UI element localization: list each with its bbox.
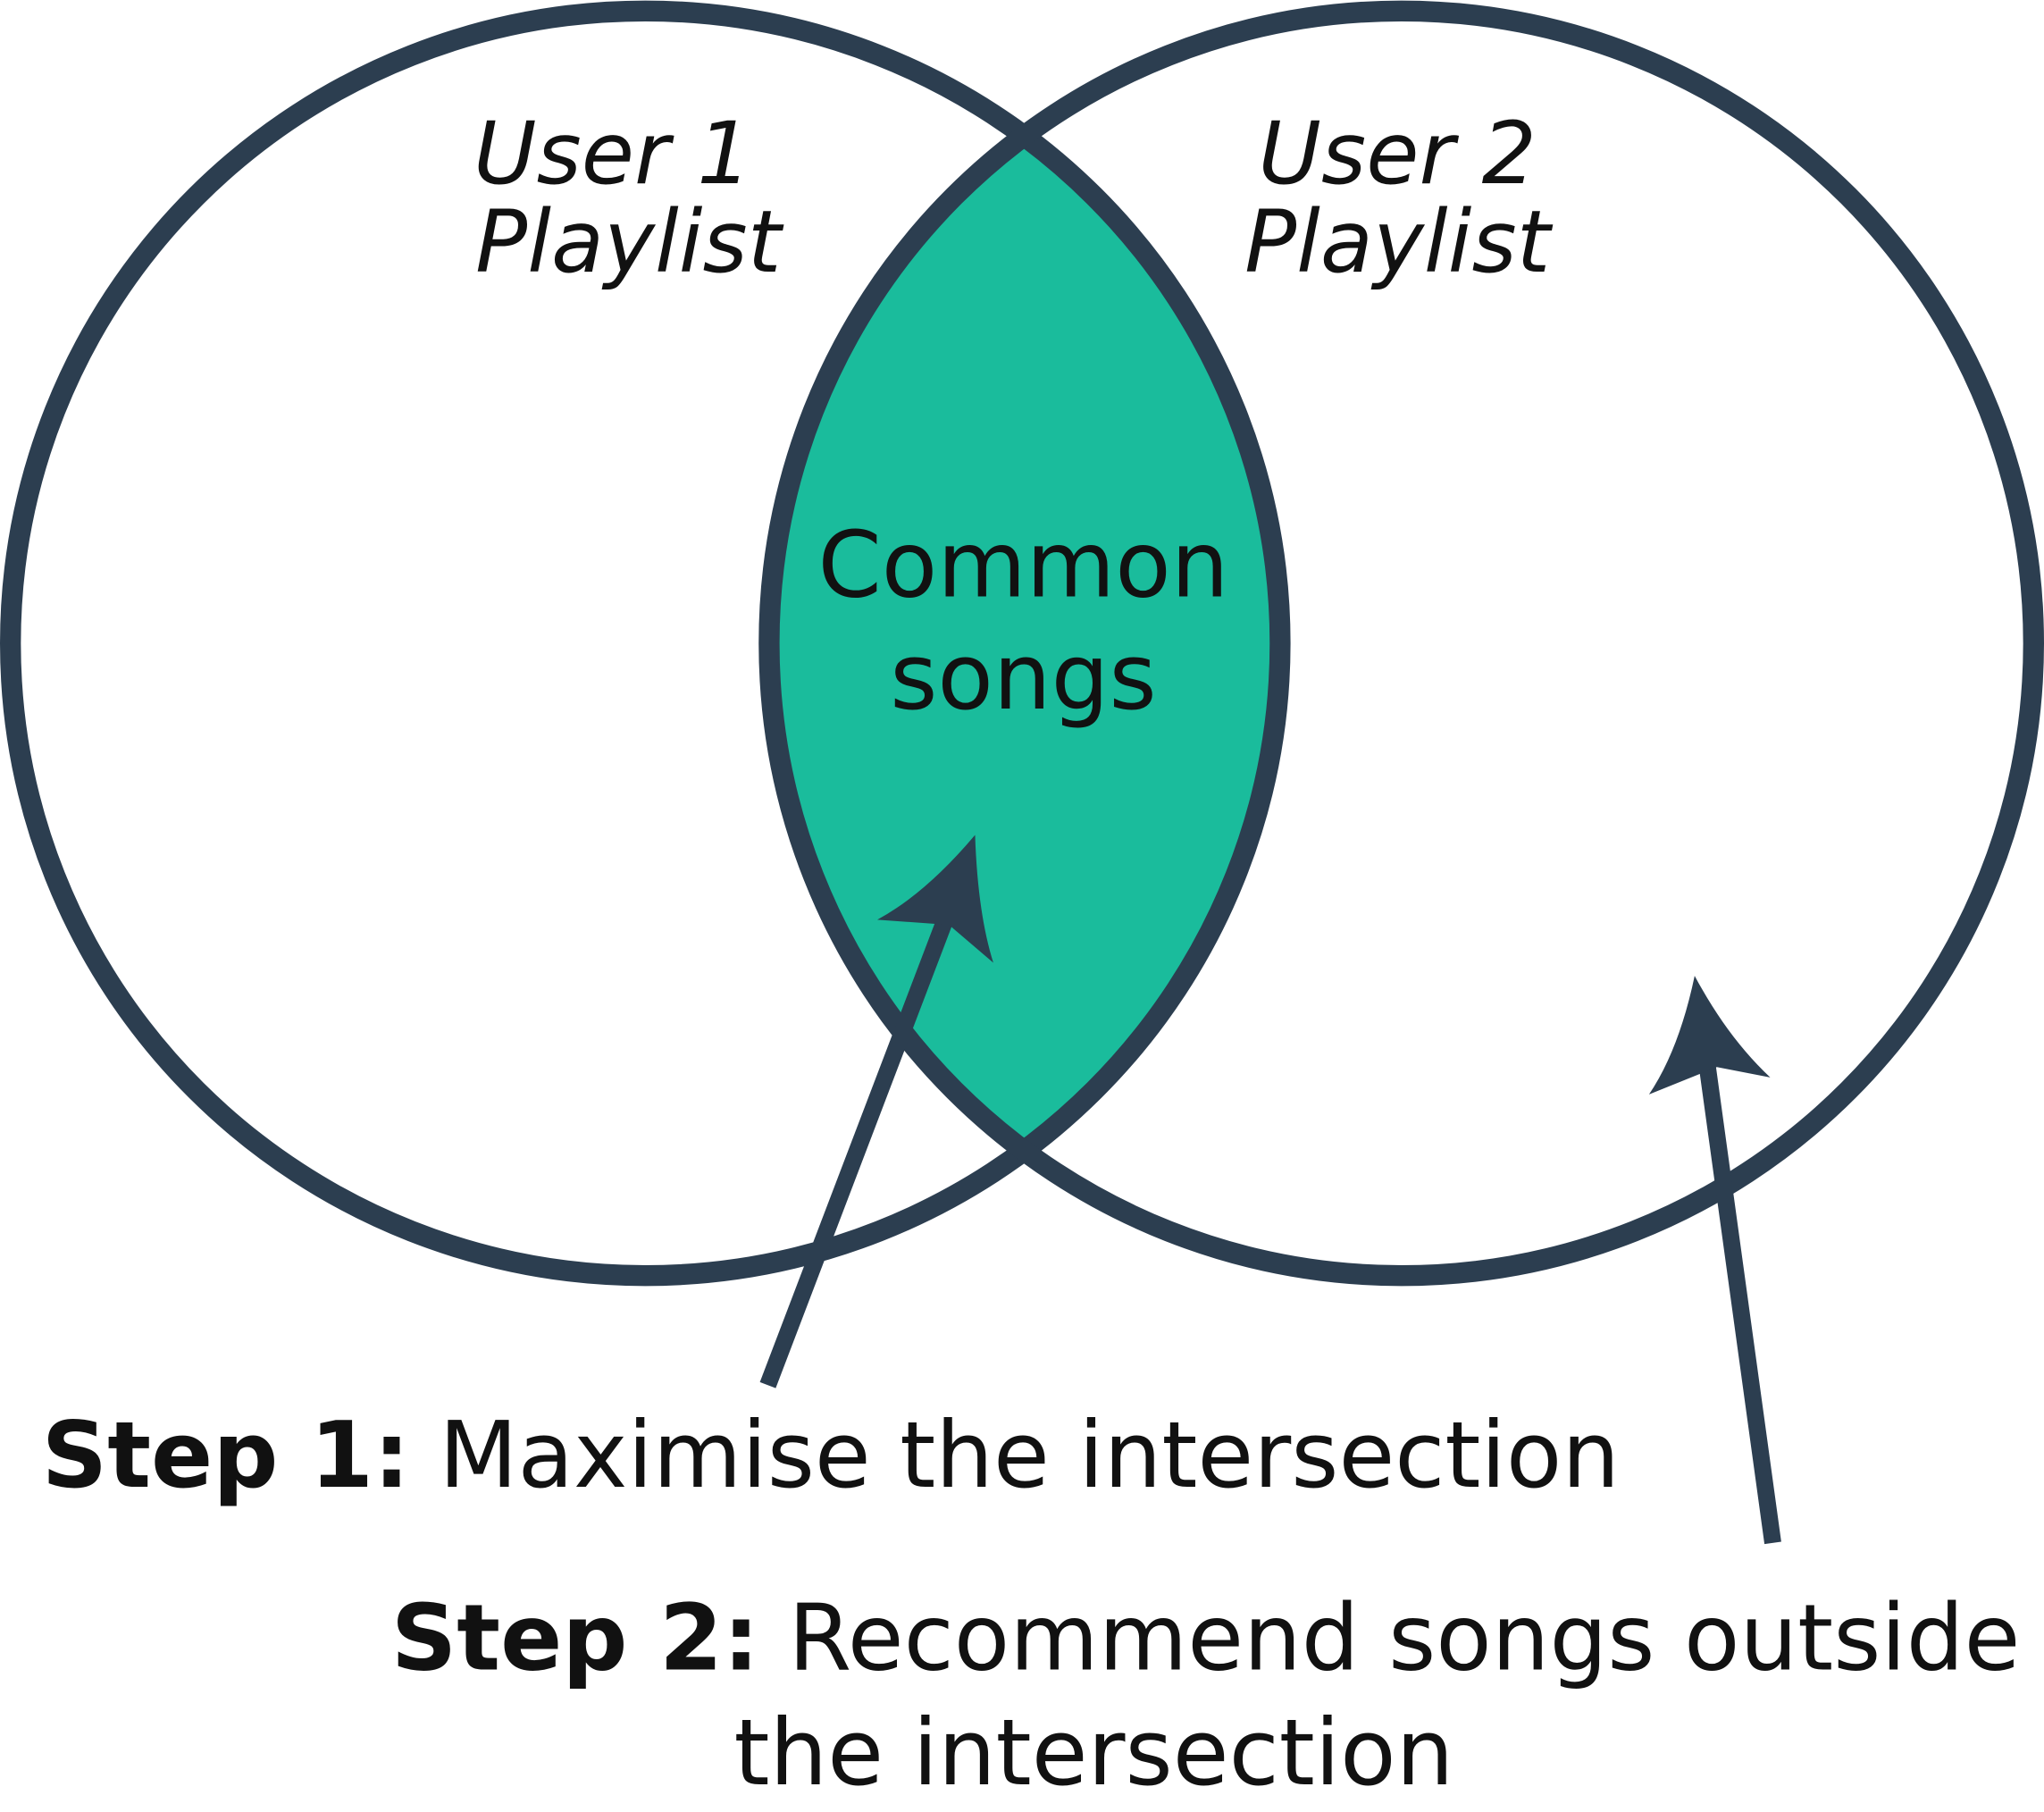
- step2-description-line2: the intersection: [734, 1700, 1454, 1807]
- step1-description: Maximise the intersection: [439, 1403, 1620, 1509]
- step1-arrow: [759, 835, 993, 1388]
- step2-prefix: Step 2:: [391, 1585, 759, 1691]
- step1-prefix: Step 1:: [42, 1403, 410, 1509]
- intersection-label-line2: songs: [890, 625, 1156, 731]
- intersection-label-line1: Common: [817, 512, 1228, 618]
- step2-description: Recommend songs outside: [788, 1585, 2020, 1691]
- user2-label-line1: User 2: [1259, 104, 1537, 204]
- user2-circle: [758, 0, 2044, 1287]
- step2-arrowhead-icon: [1648, 976, 1771, 1095]
- step1-text: Step 1: Maximise the intersection: [42, 1403, 1620, 1509]
- step2-arrow: [1648, 976, 1781, 1545]
- user1-circle: [0, 0, 1291, 1287]
- user2-label-line2: Playlist: [1244, 192, 1554, 292]
- step1-arrowhead-icon: [877, 835, 993, 963]
- user1-label-line1: User 1: [473, 104, 751, 204]
- intersection-region: [766, 133, 1280, 1153]
- step2-text: Step 2: Recommend songs outside: [391, 1585, 2021, 1691]
- user1-label-line2: Playlist: [475, 192, 784, 292]
